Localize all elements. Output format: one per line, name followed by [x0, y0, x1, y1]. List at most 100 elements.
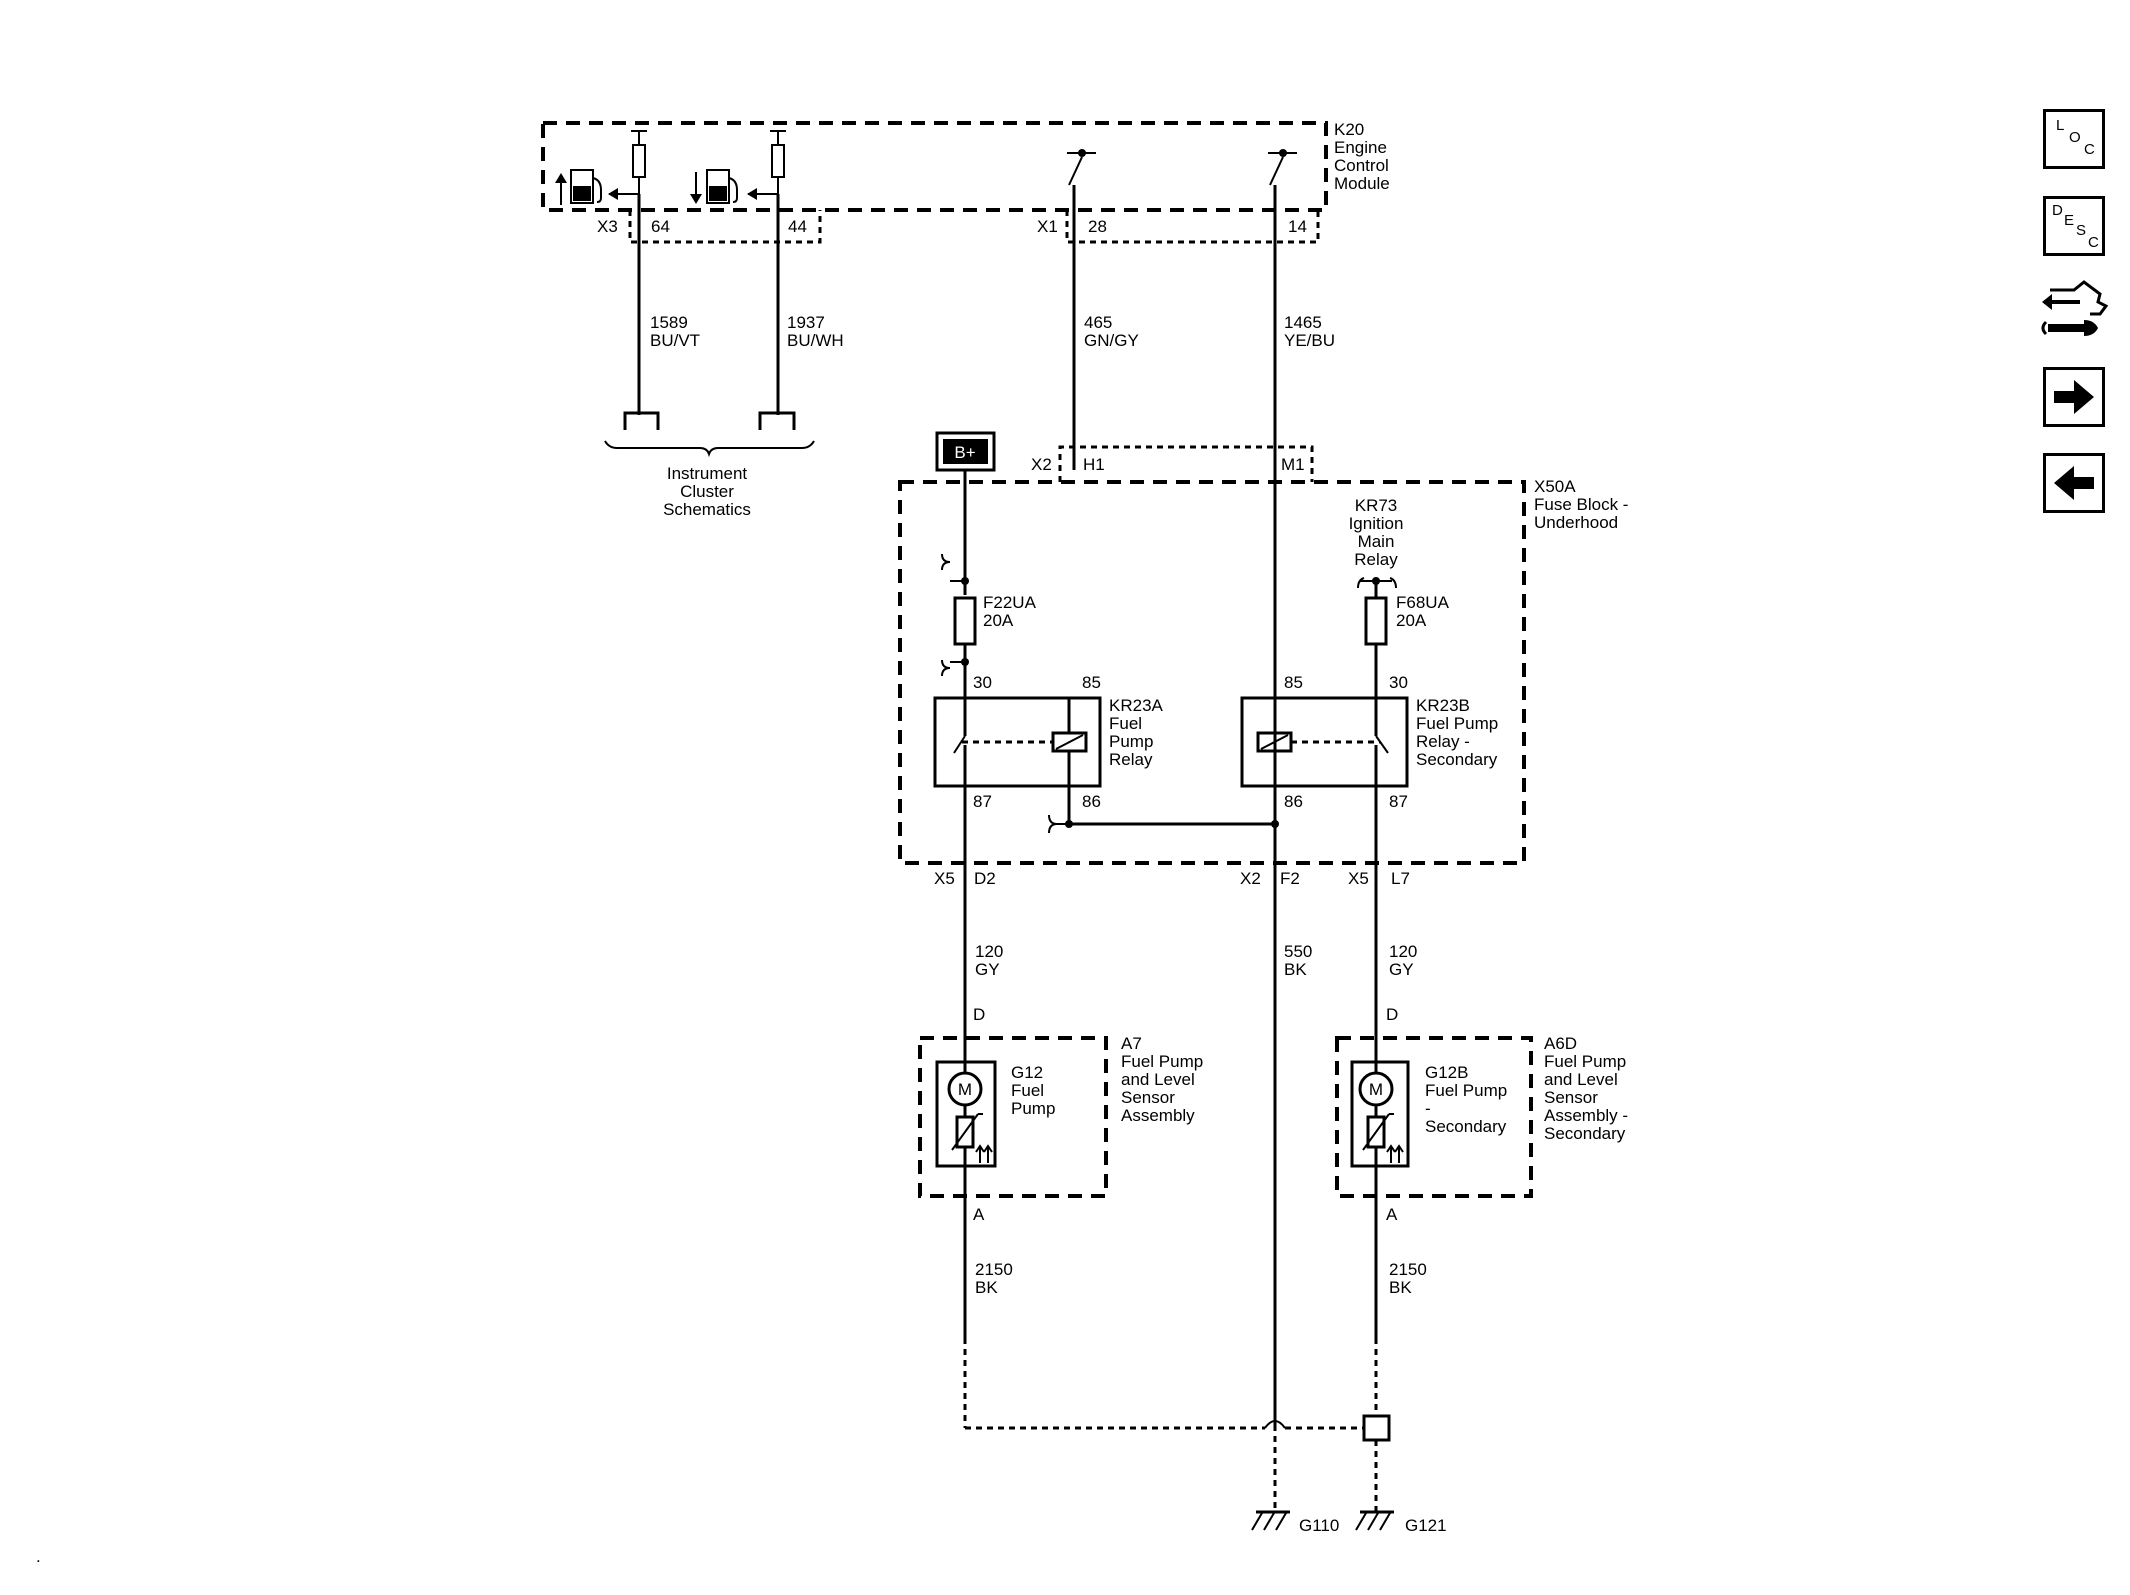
svg-text:L7: L7	[1391, 869, 1410, 888]
svg-text:GY: GY	[975, 960, 1000, 979]
svg-text:H1: H1	[1083, 455, 1105, 474]
ecm-switch-28	[1067, 149, 1096, 186]
svg-text:G12: G12	[1011, 1063, 1043, 1082]
svg-text:Pump: Pump	[1011, 1099, 1055, 1118]
svg-text:Fuel: Fuel	[1011, 1081, 1044, 1100]
svg-text:G110: G110	[1299, 1516, 1339, 1535]
ignition-main-relay: KR73 Ignition Main Relay	[1349, 496, 1403, 598]
svg-text:and Level: and Level	[1121, 1070, 1195, 1089]
svg-text:D2: D2	[974, 869, 996, 888]
corner-mark: .	[36, 1547, 41, 1566]
svg-text:M: M	[1369, 1080, 1383, 1099]
svg-text:BK: BK	[975, 1278, 998, 1297]
svg-text:120: 120	[975, 942, 1003, 961]
battery-positive: B+	[935, 431, 996, 595]
ecm-module: K20 Engine Control Module X3 64 44 X1 28…	[541, 120, 1390, 244]
fuse-f22ua: F22UA 20A	[941, 553, 1037, 730]
svg-text:1589: 1589	[650, 313, 688, 332]
fuel-pump-assembly-a6d: D M G12B Fuel Pump - Secondary A6D Fuel …	[1335, 1005, 1628, 1224]
relay-kr23a: 30 85 87 86 KR23A Fuel Pump Relay	[933, 673, 1164, 811]
arrow-right-icon	[2054, 380, 2094, 414]
svg-text:28: 28	[1088, 217, 1107, 236]
description-button[interactable]: D E S C	[2043, 196, 2105, 256]
svg-text:KR23B: KR23B	[1416, 696, 1470, 715]
svg-text:G121: G121	[1405, 1516, 1447, 1535]
svg-text:1465: 1465	[1284, 313, 1322, 332]
svg-text:Fuel Pump: Fuel Pump	[1425, 1081, 1507, 1100]
svg-text:Main: Main	[1358, 532, 1395, 551]
svg-text:44: 44	[788, 217, 807, 236]
svg-text:Secondary: Secondary	[1425, 1117, 1507, 1136]
svg-text:-: -	[1425, 1099, 1431, 1118]
svg-text:465: 465	[1084, 313, 1112, 332]
svg-text:14: 14	[1288, 217, 1307, 236]
svg-text:Pump: Pump	[1109, 732, 1153, 751]
svg-text:YE/BU: YE/BU	[1284, 331, 1335, 350]
fuel-pump-assembly-a7: D M G12 Fuel Pump A7 Fuel Pump and Level…	[918, 1005, 1203, 1224]
svg-text:Module: Module	[1334, 174, 1390, 193]
svg-text:A: A	[1386, 1205, 1398, 1224]
svg-text:2150: 2150	[1389, 1260, 1427, 1279]
svg-text:F22UA: F22UA	[983, 593, 1037, 612]
svg-text:86: 86	[1082, 792, 1101, 811]
ground-g121: G121	[1355, 1510, 1447, 1535]
svg-text:A7: A7	[1121, 1034, 1142, 1053]
svg-text:Fuel Pump: Fuel Pump	[1416, 714, 1498, 733]
svg-text:Assembly: Assembly	[1121, 1106, 1195, 1125]
arrow-left-icon	[2054, 466, 2094, 500]
svg-text:Underhood: Underhood	[1534, 513, 1618, 532]
cluster-reference: Instrument Cluster Schematics	[604, 411, 815, 519]
fuse-block: X2 H1 M1 X50A Fuse Block - Underhood X5 …	[898, 445, 1628, 888]
svg-text:G12B: G12B	[1425, 1063, 1468, 1082]
svg-text:Schematics: Schematics	[663, 500, 751, 519]
svg-text:A: A	[973, 1205, 985, 1224]
svg-text:Relay: Relay	[1354, 550, 1398, 569]
svg-text:Control: Control	[1334, 156, 1389, 175]
next-page-button[interactable]	[2043, 367, 2105, 427]
ecm-switch-14	[1268, 149, 1297, 186]
svg-text:Assembly -: Assembly -	[1544, 1106, 1628, 1125]
svg-text:GY: GY	[1389, 960, 1414, 979]
previous-page-button[interactable]	[2043, 453, 2105, 513]
svg-text:B+: B+	[954, 443, 975, 462]
svg-text:Sensor: Sensor	[1544, 1088, 1598, 1107]
svg-text:30: 30	[973, 673, 992, 692]
svg-text:20A: 20A	[983, 611, 1014, 630]
svg-text:86: 86	[1284, 792, 1303, 811]
fuel-gauge-up-icon	[555, 169, 639, 205]
resistor-44	[770, 130, 786, 194]
connector-swap-icon[interactable]	[2040, 280, 2109, 346]
svg-text:Relay: Relay	[1109, 750, 1153, 769]
connector-x1: X1	[1037, 217, 1058, 236]
svg-text:BK: BK	[1284, 960, 1307, 979]
resistor-64	[631, 130, 647, 194]
connector-x2-top: X2	[1031, 455, 1052, 474]
svg-text:120: 120	[1389, 942, 1417, 961]
svg-text:Engine: Engine	[1334, 138, 1387, 157]
connector-x3: X3	[597, 217, 618, 236]
svg-text:Instrument: Instrument	[667, 464, 748, 483]
svg-text:M: M	[958, 1080, 972, 1099]
svg-text:Relay -: Relay -	[1416, 732, 1470, 751]
svg-text:87: 87	[1389, 792, 1408, 811]
svg-text:1937: 1937	[787, 313, 825, 332]
svg-text:X5: X5	[1348, 869, 1369, 888]
svg-text:Cluster: Cluster	[680, 482, 734, 501]
svg-text:Sensor: Sensor	[1121, 1088, 1175, 1107]
svg-text:Fuel Pump: Fuel Pump	[1121, 1052, 1203, 1071]
svg-text:and Level: and Level	[1544, 1070, 1618, 1089]
upper-wiring: 1589 BU/VT 1937 BU/WH 465 GN/GY 1465 YE/…	[637, 185, 1335, 470]
svg-text:85: 85	[1284, 673, 1303, 692]
svg-text:20A: 20A	[1396, 611, 1427, 630]
location-button[interactable]: L O C	[2043, 109, 2105, 169]
svg-text:KR73: KR73	[1355, 496, 1398, 515]
svg-text:BK: BK	[1389, 1278, 1412, 1297]
ground-g110: G110	[1251, 1510, 1339, 1535]
svg-text:85: 85	[1082, 673, 1101, 692]
svg-text:Fuse Block -: Fuse Block -	[1534, 495, 1628, 514]
ecm-id: K20	[1334, 120, 1364, 139]
ground-wiring: 2150 BK 2150 BK	[963, 1196, 1427, 1512]
svg-text:Secondary: Secondary	[1544, 1124, 1626, 1143]
svg-text:X2: X2	[1240, 869, 1261, 888]
